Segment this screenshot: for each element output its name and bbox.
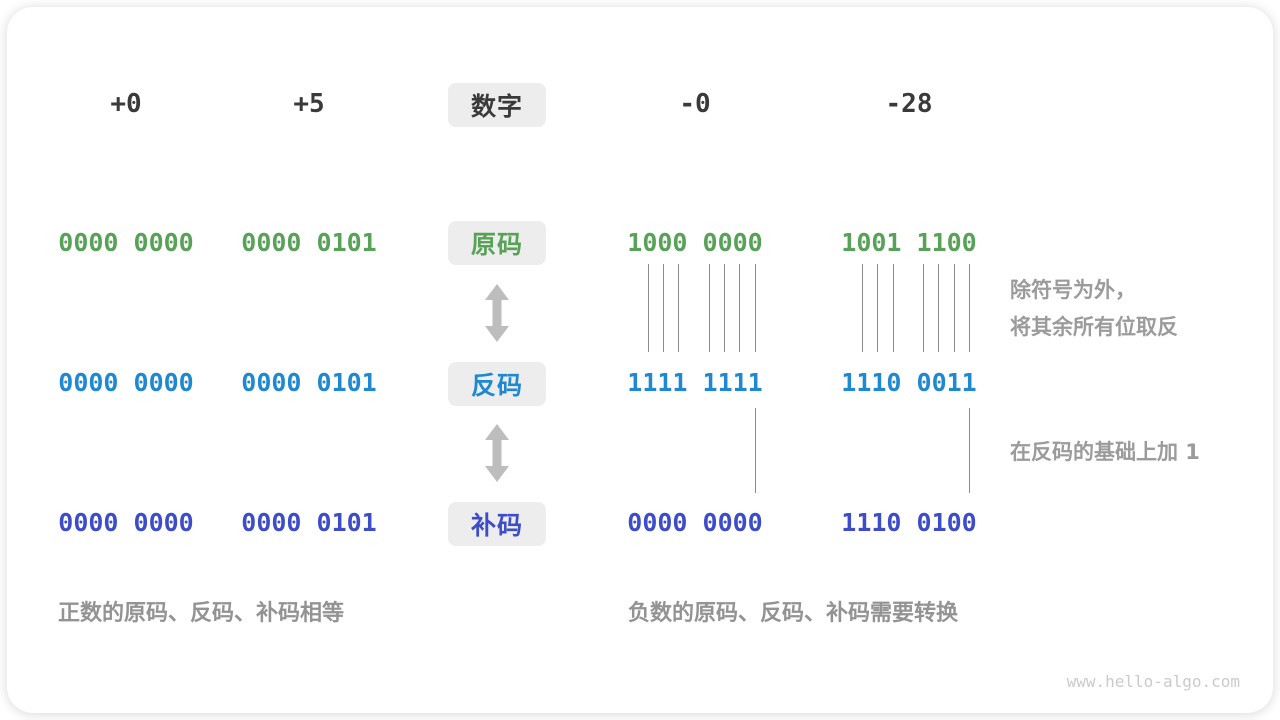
header-plus-5: +5	[293, 89, 325, 119]
binary-value: 0000 0101	[241, 368, 377, 397]
flip-bits-annotation: 除符号为外， 将其余所有位取反	[1010, 272, 1178, 346]
flip-bits-annotation-line1: 除符号为外，	[1010, 278, 1136, 302]
binary-value: 0000 0000	[58, 508, 194, 537]
bit-flip-connector-line	[739, 264, 740, 352]
binary-value: 0000 0000	[627, 508, 763, 537]
positive-caption: 正数的原码、反码、补码相等	[58, 601, 345, 626]
up-down-arrow-icon	[485, 424, 509, 482]
binary-value: 1000 0000	[627, 228, 763, 257]
binary-value: 1110 0011	[841, 368, 977, 397]
add-one-connector-line	[755, 408, 756, 493]
bit-flip-connector-line	[938, 264, 939, 352]
binary-value: 0000 0000	[58, 228, 194, 257]
binary-value: 1110 0100	[841, 508, 977, 537]
header-minus-0: -0	[679, 89, 711, 119]
binary-value: 0000 0000	[58, 368, 194, 397]
negative-caption: 负数的原码、反码、补码需要转换	[628, 601, 959, 626]
add-one-connector-line	[969, 408, 970, 493]
bit-flip-connector-line	[648, 264, 649, 352]
header-plus-0: +0	[110, 89, 142, 119]
number-label-box: 数字	[448, 83, 546, 127]
binary-value: 0000 0101	[241, 228, 377, 257]
header-minus-28: -28	[885, 89, 933, 119]
bit-flip-connector-line	[877, 264, 878, 352]
sign-magnitude-label-box: 原码	[448, 221, 546, 265]
bit-flip-connector-line	[709, 264, 710, 352]
twos-complement-label-box: 补码	[448, 502, 546, 546]
bit-flip-connector-line	[923, 264, 924, 352]
binary-value: 1001 1100	[841, 228, 977, 257]
bit-flip-connector-line	[969, 264, 970, 352]
up-down-arrow-icon	[485, 284, 509, 342]
bit-flip-connector-line	[724, 264, 725, 352]
bit-flip-connector-line	[678, 264, 679, 352]
binary-value: 0000 0101	[241, 508, 377, 537]
add-one-annotation: 在反码的基础上加 1	[1010, 440, 1200, 464]
diagram-card	[7, 7, 1273, 713]
bit-flip-connector-line	[755, 264, 756, 352]
ones-complement-label-box: 反码	[448, 362, 546, 406]
bit-flip-connector-line	[862, 264, 863, 352]
binary-value: 1111 1111	[627, 368, 763, 397]
site-watermark: www.hello-algo.com	[1066, 672, 1240, 691]
bit-flip-connector-line	[954, 264, 955, 352]
flip-bits-annotation-line2: 将其余所有位取反	[1010, 315, 1178, 339]
bit-flip-connector-line	[663, 264, 664, 352]
bit-flip-connector-line	[893, 264, 894, 352]
